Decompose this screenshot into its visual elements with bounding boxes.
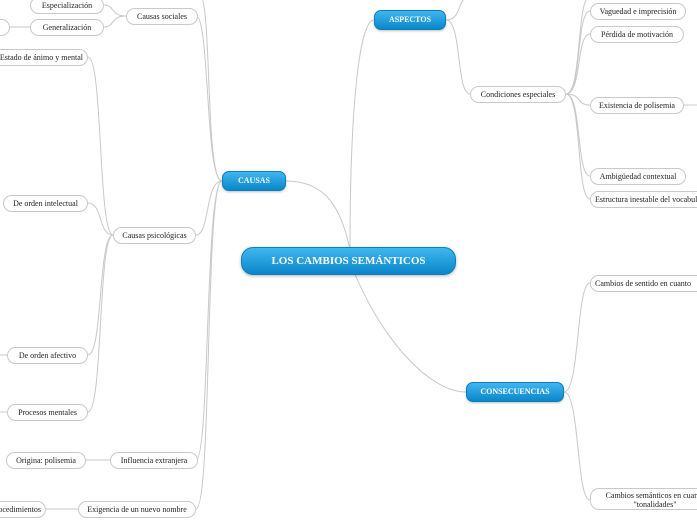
node-procedimientos[interactable]: Procedimientos: [0, 501, 46, 518]
node-origina-polisemia[interactable]: Origina: polisemia: [6, 452, 86, 469]
node-ambiguedad[interactable]: Ambigüedad contextual: [590, 168, 686, 185]
node-exigencia-nombre[interactable]: Exigencia de un nuevo nombre: [78, 501, 196, 518]
node-procesos-mentales[interactable]: Procesos mentales: [7, 404, 88, 421]
hub-consecuencias[interactable]: CONSECUENCIAS: [466, 382, 564, 402]
hub-causas[interactable]: CAUSAS: [222, 171, 286, 191]
node-cambios-sentido[interactable]: Cambios de sentido en cuanto: [590, 275, 697, 292]
node-causas-psicologicas[interactable]: Causas psicológicas: [113, 227, 196, 244]
node-existencia-polisemia[interactable]: Existencia de polisemia: [590, 97, 684, 114]
root-topic[interactable]: LOS CAMBIOS SEMÁNTICOS: [241, 247, 456, 275]
hub-aspectos[interactable]: ASPECTOS: [374, 10, 446, 30]
node-vaguedad[interactable]: Vaguedad e imprecisión: [590, 3, 686, 20]
node-orden-afectivo[interactable]: De orden afectivo: [7, 347, 88, 364]
node-causas-sociales[interactable]: Causas sociales: [126, 8, 198, 25]
node-cambios-semanticos-line1: Cambios semánticos en cuanto: [605, 491, 697, 500]
node-orden-intelectual[interactable]: De orden intelectual: [3, 195, 88, 212]
node-condiciones-especiales[interactable]: Condiciones especiales: [470, 86, 566, 103]
node-cambios-semanticos-line2: "tonalidades": [633, 500, 677, 509]
node-cambios-semanticos[interactable]: Cambios semánticos en cuanto "tonalidade…: [590, 488, 697, 510]
node-perdida-motivacion[interactable]: Pérdida de motivación: [590, 26, 684, 43]
node-estado-animo[interactable]: Estado de ánimo y mental: [0, 49, 88, 66]
node-generalizacion[interactable]: Generalización: [30, 19, 104, 36]
node-estructura-inestable[interactable]: Estructura inestable del vocabulario: [590, 191, 697, 208]
node-especializacion[interactable]: Especialización: [30, 0, 104, 14]
node-influencia-extranjera[interactable]: Influencia extranjera: [110, 452, 198, 469]
